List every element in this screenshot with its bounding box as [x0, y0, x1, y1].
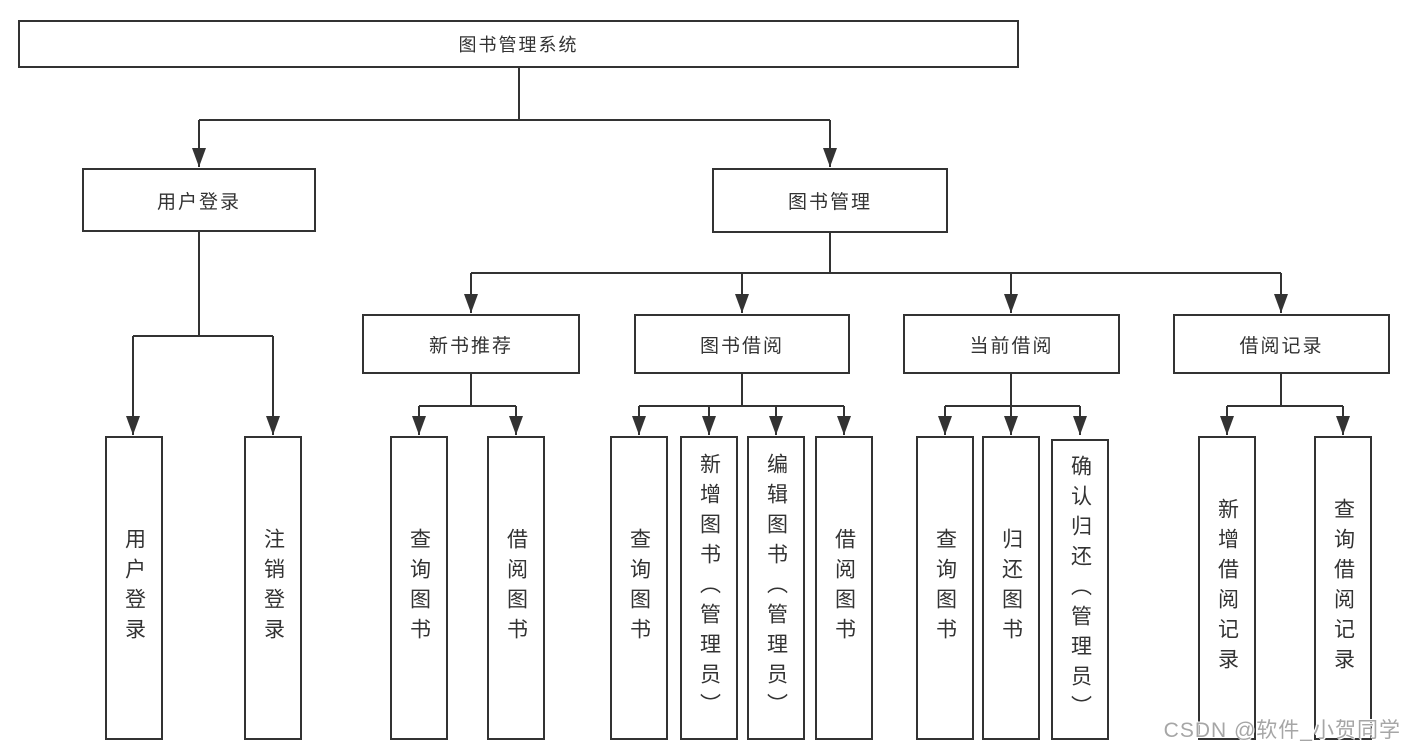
node-label: 借阅图书	[504, 528, 528, 648]
connector-book-management-trunk	[471, 233, 1281, 274]
node-label: 借阅图书	[832, 528, 856, 648]
leaf-nbr-borrow-books: 借阅图书	[487, 436, 545, 740]
connector-current-borrowing-trunk	[945, 374, 1080, 407]
leaf-bb-edit-book-admin: 编辑图书（管理员）	[747, 436, 805, 740]
node-label: 编辑图书（管理员）	[764, 453, 788, 723]
node-label: 注销登录	[261, 528, 285, 648]
node-label: 图书管理系统	[458, 35, 579, 55]
connector-user-login-trunk	[133, 232, 273, 337]
node-label: 查询图书	[933, 528, 957, 648]
leaf-user-login: 用户登录	[105, 436, 163, 740]
node-book-borrowing: 图书借阅	[634, 314, 850, 374]
node-label: 图书借阅	[699, 335, 784, 357]
leaf-br-add-borrow-record: 新增借阅记录	[1198, 436, 1256, 740]
node-label: 新书推荐	[428, 335, 513, 357]
node-label: 查询图书	[627, 528, 651, 648]
node-library-management-system: 图书管理系统	[18, 20, 1019, 68]
leaf-cb-query-books: 查询图书	[916, 436, 974, 740]
connector-book-borrowing-trunk	[639, 374, 844, 407]
leaf-br-query-borrow-record: 查询借阅记录	[1314, 436, 1372, 740]
connector-borrowing-records-trunk	[1227, 374, 1343, 407]
node-label: 归还图书	[999, 528, 1023, 648]
connector-root-trunk	[199, 68, 830, 121]
node-book-management: 图书管理	[712, 168, 948, 233]
node-current-borrowing: 当前借阅	[903, 314, 1120, 374]
node-label: 图书管理	[787, 192, 872, 213]
leaf-cb-return-books: 归还图书	[982, 436, 1040, 740]
leaf-nbr-query-books: 查询图书	[390, 436, 448, 740]
leaf-cb-confirm-return-admin: 确认归还（管理员）	[1051, 439, 1109, 740]
node-label: 新增图书（管理员）	[697, 453, 721, 723]
node-label: 确认归还（管理员）	[1068, 454, 1092, 725]
csdn-watermark: CSDN @软件_小贺同学	[1163, 719, 1401, 742]
node-label: 当前借阅	[969, 335, 1054, 357]
node-new-book-recommend: 新书推荐	[362, 314, 580, 374]
node-label: 查询图书	[407, 528, 431, 648]
leaf-logout-login: 注销登录	[244, 436, 302, 740]
node-label: 用户登录	[122, 528, 146, 648]
node-label: 借阅记录	[1239, 335, 1324, 357]
leaf-bb-query-books: 查询图书	[610, 436, 668, 740]
node-label: 新增借阅记录	[1215, 498, 1239, 678]
node-user-login: 用户登录	[82, 168, 316, 232]
node-borrowing-records: 借阅记录	[1173, 314, 1390, 374]
node-label: 用户登录	[156, 191, 241, 213]
connector-new-book-recommend-trunk	[419, 374, 516, 407]
node-label: 查询借阅记录	[1331, 498, 1355, 678]
leaf-bb-add-book-admin: 新增图书（管理员）	[680, 436, 738, 740]
leaf-bb-borrow-books: 借阅图书	[815, 436, 873, 740]
